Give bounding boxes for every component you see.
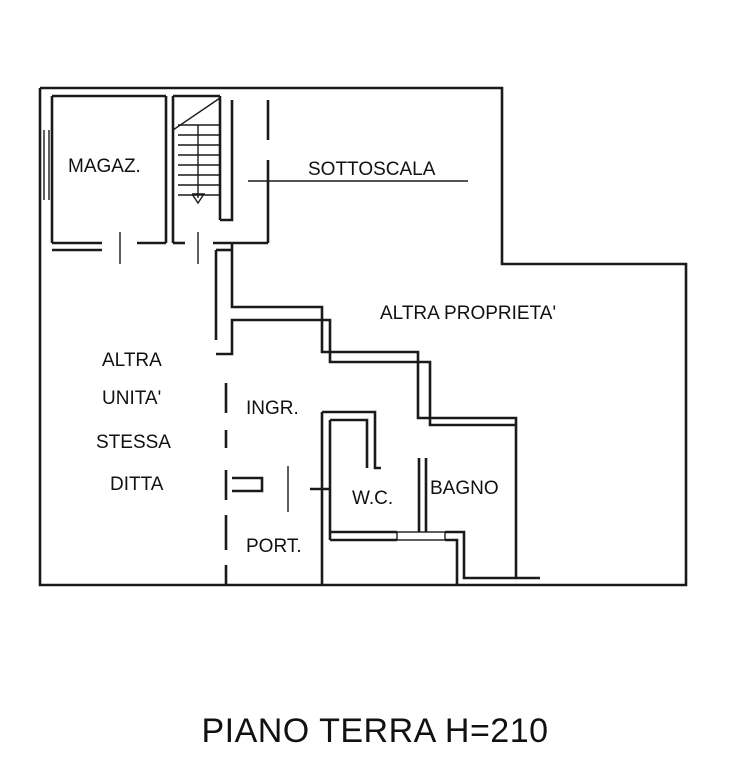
label-ingr: INGR. — [246, 398, 299, 419]
label-magaz: MAGAZ. — [68, 156, 141, 177]
floor-plan: MAGAZ. SOTTOSCALA ALTRA PROPRIETA' ALTRA… — [38, 86, 688, 587]
staircase — [171, 94, 232, 264]
wc-bagno-walls — [330, 458, 516, 585]
label-port: PORT. — [246, 536, 302, 557]
outer-walls — [38, 86, 688, 587]
label-altra-proprieta: ALTRA PROPRIETA' — [380, 303, 556, 324]
sottoscala-walls — [220, 100, 468, 245]
label-wc: W.C. — [352, 488, 393, 509]
plan-caption: PIANO TERRA H=210 — [201, 712, 549, 750]
magaz-walls — [50, 94, 168, 264]
label-altra-unita-4: DITTA — [110, 474, 164, 495]
label-altra-unita-3: STESSA — [96, 432, 171, 453]
label-sottoscala: SOTTOSCALA — [308, 159, 436, 180]
central-walls — [214, 243, 540, 580]
label-bagno: BAGNO — [430, 478, 499, 499]
label-altra-unita-2: UNITA' — [102, 388, 161, 409]
window-magaz — [43, 130, 50, 200]
ingr-port-walls — [232, 410, 381, 585]
label-altra-unita-1: ALTRA — [102, 350, 162, 371]
